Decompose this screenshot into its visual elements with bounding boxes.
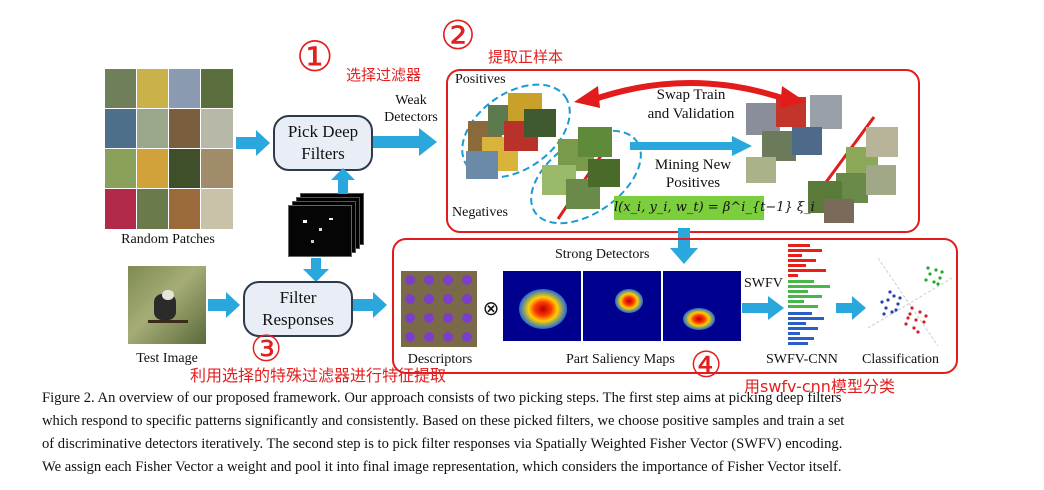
figure-caption: Figure 2. An overview of our proposed fr… (42, 390, 845, 475)
strong-detectors-label: Strong Detectors (555, 247, 650, 262)
random-patches-grid (104, 68, 234, 230)
descriptors-grid (401, 271, 477, 347)
part-saliency-maps (503, 271, 741, 341)
arrow-right-icon (208, 292, 240, 318)
otimes-symbol: ⊗ (482, 298, 500, 320)
arrow-right-icon (373, 128, 437, 156)
arrow-right-icon (353, 292, 387, 318)
positives-label: Positives (455, 72, 506, 87)
annotation-extract-positives: 提取正样本 (488, 48, 564, 66)
test-image-label: Test Image (136, 351, 198, 366)
filter-responses-box: Filter Responses (243, 281, 353, 337)
feature-extraction-box (392, 238, 958, 374)
arrow-right-icon (630, 136, 752, 156)
descriptors-label: Descriptors (407, 352, 473, 367)
annotation-feature-extraction: 利用选择的特殊过滤器进行特征提取 (190, 366, 447, 385)
arrow-down-icon (670, 228, 698, 264)
swfv-cnn-label: SWFV-CNN (766, 352, 838, 367)
negatives-label: Negatives (452, 205, 508, 220)
classification-label: Classification (862, 352, 939, 367)
arrow-right-icon (836, 296, 866, 320)
annotation-number-3: ③ (250, 329, 283, 370)
test-image (128, 266, 206, 344)
annotation-swfv-classify: 用swfv-cnn模型分类 (744, 377, 895, 396)
annotation-number-4: ④ (690, 345, 723, 386)
sample-clusters (461, 83, 898, 225)
loss-formula: l(x_i, y_i, w_t) = β^i_{t−1} ξ_i (614, 196, 815, 220)
arrow-down-icon (303, 258, 329, 282)
annotation-number-1: ① (296, 32, 334, 81)
arrow-right-icon (236, 130, 270, 156)
annotation-number-2: ② (440, 13, 476, 59)
annotation-select-filters: 选择过滤器 (346, 66, 422, 84)
swap-arrow-icon (574, 80, 806, 108)
mining-new-positives-label: Mining New Positives (654, 157, 732, 191)
swfv-histogram (788, 244, 830, 345)
pick-deep-filters-box: Pick Deep Filters (273, 115, 373, 171)
part-saliency-label: Part Saliency Maps (566, 352, 675, 367)
arrow-up-icon (331, 168, 355, 194)
swap-train-label: Swap Train and Validation (647, 87, 735, 122)
random-patches-label: Random Patches (121, 232, 215, 247)
feature-map-stack (286, 193, 366, 259)
swfv-label: SWFV (744, 276, 783, 291)
arrow-right-icon (742, 296, 784, 320)
weak-detectors-label: Weak Detectors (384, 93, 438, 125)
classification-scatter (868, 258, 952, 346)
